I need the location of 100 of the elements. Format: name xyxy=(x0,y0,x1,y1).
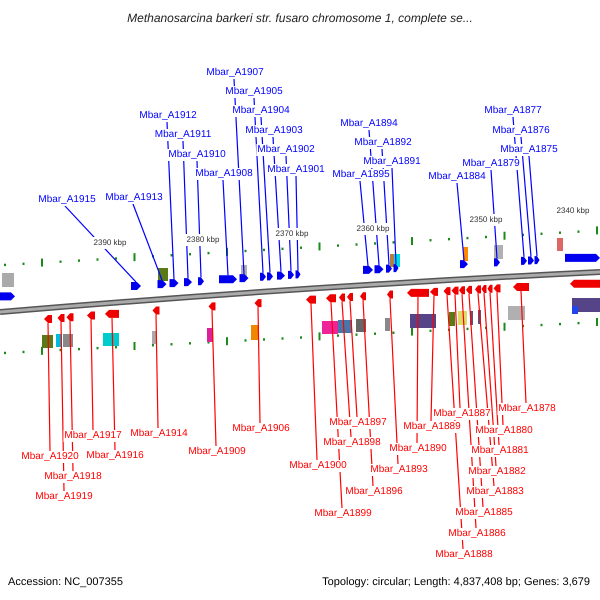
gene-label: Mbar_A1877 xyxy=(483,105,543,117)
leader-line xyxy=(454,294,461,408)
leader-line xyxy=(416,296,419,443)
leader-line xyxy=(341,302,352,438)
gene-feature xyxy=(296,270,300,278)
leader-line xyxy=(456,182,465,260)
gene-label: Mbar_A1876 xyxy=(491,125,551,137)
gene-feature xyxy=(534,256,540,264)
gene-feature xyxy=(288,270,294,279)
gene-feature xyxy=(131,282,141,290)
leader-line xyxy=(489,292,500,446)
gene-feature xyxy=(513,283,529,292)
gene-feature xyxy=(488,284,492,293)
gene-label: Mbar_A1888 xyxy=(434,549,494,561)
gene-label: Mbar_A1891 xyxy=(362,156,422,168)
leader-line xyxy=(111,318,116,450)
gene-feature xyxy=(184,278,192,286)
scale-label: 2350 kbp xyxy=(468,214,504,226)
leader-line xyxy=(391,168,397,264)
gene-feature xyxy=(105,310,119,318)
gene-label: Mbar_A1913 xyxy=(104,192,164,204)
gene-feature xyxy=(374,265,384,274)
leader-line xyxy=(389,298,399,464)
gene-label: Mbar_A1884 xyxy=(427,171,487,183)
gene-feature xyxy=(240,274,248,282)
gene-feature xyxy=(152,306,160,315)
gene-label: Mbar_A1879 xyxy=(461,158,521,170)
leader-line xyxy=(520,291,527,404)
gene-feature xyxy=(452,286,458,295)
gene-label: Mbar_A1909 xyxy=(187,446,247,458)
gene-label: Mbar_A1903 xyxy=(244,125,304,137)
gene-label: Mbar_A1881 xyxy=(470,445,530,457)
gene-label: Mbar_A1910 xyxy=(167,149,227,161)
leader-line xyxy=(47,323,51,452)
gene-label: Mbar_A1911 xyxy=(154,129,212,141)
gene-label: Mbar_A1878 xyxy=(497,403,557,415)
leader-line xyxy=(222,180,229,276)
leader-line xyxy=(90,320,94,430)
gene-label: Mbar_A1918 xyxy=(43,471,103,483)
gene-label: Mbar_A1916 xyxy=(85,450,145,462)
gene-feature xyxy=(466,286,472,294)
gene-label: Mbar_A1906 xyxy=(231,423,291,435)
map-title: Methanosarcina barkeri str. fusaro chromosome 1, complete se... xyxy=(127,12,473,24)
gene-feature xyxy=(277,272,285,280)
gene-label: Mbar_A1900 xyxy=(288,460,348,472)
gene-feature xyxy=(267,272,273,280)
gene-label: Mbar_A1920 xyxy=(20,451,80,463)
leader-line xyxy=(257,307,261,424)
gene-feature xyxy=(66,313,74,322)
gene-feature xyxy=(58,314,64,322)
gene-label: Mbar_A1886 xyxy=(447,528,507,540)
gene-label: Mbar_A1880 xyxy=(474,425,534,437)
leader-line xyxy=(528,156,538,256)
gene-label: Mbar_A1908 xyxy=(194,168,254,180)
gene-feature xyxy=(158,280,166,288)
leader-line xyxy=(483,293,497,466)
gene-label: Mbar_A1875 xyxy=(499,144,559,156)
gene-label: Mbar_A1902 xyxy=(256,144,316,156)
leader-line xyxy=(60,322,65,492)
gene-feature xyxy=(387,290,393,299)
gene-label: Mbar_A1893 xyxy=(369,464,429,476)
gene-feature xyxy=(460,260,468,268)
gene-feature xyxy=(198,277,204,286)
gene-feature xyxy=(521,256,527,265)
gene-label: Mbar_A1882 xyxy=(467,466,527,478)
gene-feature xyxy=(363,266,373,274)
gene-label: Mbar_A1917 xyxy=(63,430,123,442)
gene-feature xyxy=(44,315,52,323)
scale-label: 2380 kbp xyxy=(186,234,220,246)
gene-label: Mbar_A1919 xyxy=(34,491,94,503)
gene-label: Mbar_A1915 xyxy=(37,194,97,206)
gene-label: Mbar_A1896 xyxy=(344,486,404,498)
leader-line xyxy=(166,122,175,280)
scale-label: 2370 kbp xyxy=(274,228,310,240)
gene-feature xyxy=(482,285,486,294)
gene-feature xyxy=(494,258,500,266)
gene-feature xyxy=(394,264,398,272)
leader-line xyxy=(132,204,163,280)
leader-line xyxy=(295,176,299,270)
gene-feature xyxy=(386,264,392,273)
gene-feature xyxy=(260,272,266,281)
gene-label: Mbar_A1894 xyxy=(339,118,399,130)
gene-label: Mbar_A1889 xyxy=(402,421,462,433)
gene-label: Mbar_A1890 xyxy=(388,443,448,455)
gene-label: Mbar_A1904 xyxy=(231,105,291,117)
scale-label: 2340 kbp xyxy=(556,205,590,217)
gene-feature xyxy=(306,296,316,304)
gene-label: Mbar_A1892 xyxy=(353,137,413,149)
gene-label: Mbar_A1887 xyxy=(432,408,492,420)
scale-label: 2360 kbp xyxy=(356,223,390,235)
gene-feature xyxy=(208,302,216,310)
gene-feature xyxy=(339,294,345,302)
accession-text: Accession: NC_007355 xyxy=(8,576,123,588)
gene-feature xyxy=(459,286,465,294)
gene-label: Mbar_A1907 xyxy=(205,67,265,79)
scale-label: 2390 kbp xyxy=(92,237,128,249)
gene-feature xyxy=(170,279,178,288)
gene-label: Mbar_A1901 xyxy=(266,164,326,176)
gene-label: Mbar_A1905 xyxy=(224,86,284,98)
gene-feature xyxy=(528,256,534,264)
